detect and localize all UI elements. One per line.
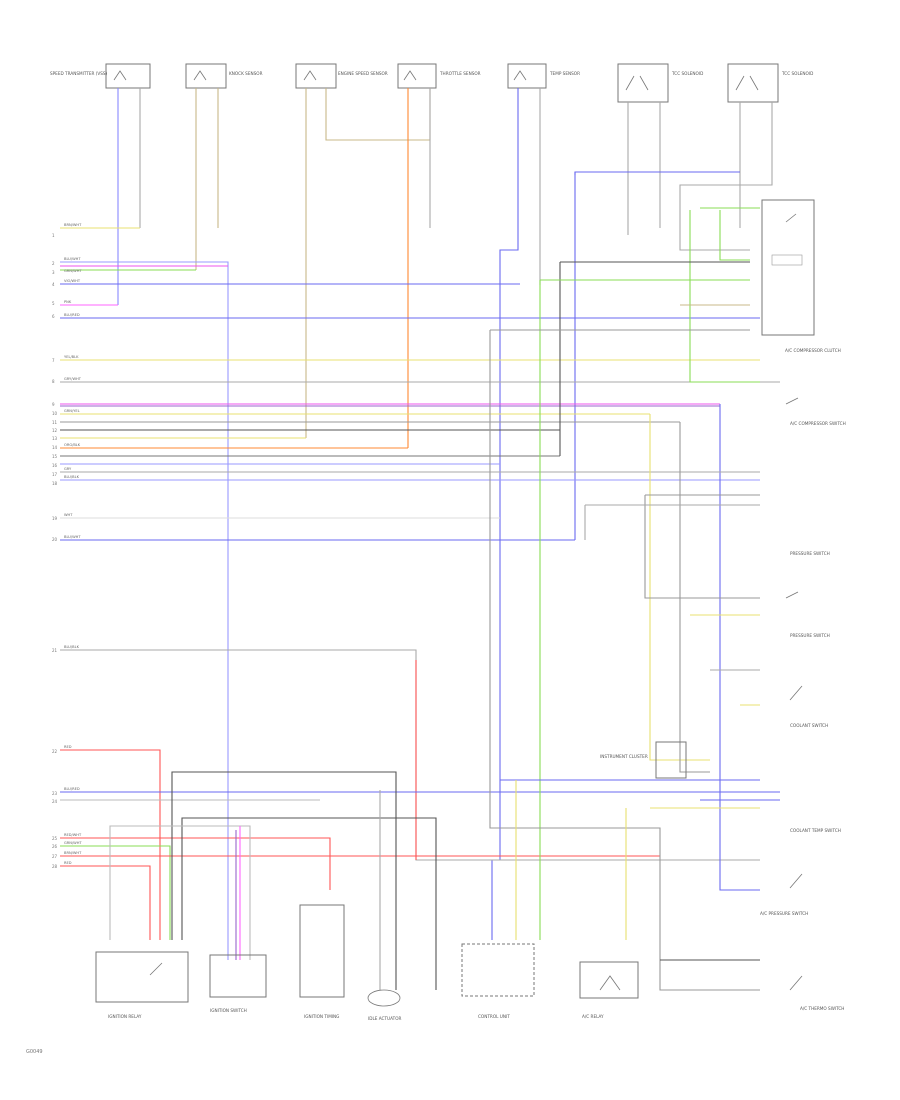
bottom-component-label: IGNITION TIMING (304, 1014, 339, 1019)
wire-label: WHT (64, 513, 73, 517)
throttle-sensor: THROTTLE SENSOR (397, 63, 481, 89)
instrument-cluster-label: INSTRUMENT CLUSTER (600, 754, 648, 759)
tcc-solenoid-2: TCC SOLENOID (727, 63, 813, 103)
top-component-label: THROTTLE SENSOR (439, 71, 481, 76)
right-component-label: COOLANT TEMP SWITCH (790, 828, 841, 833)
bottom-components: IGNITION RELAY IGNITION SWITCH IGNITION … (95, 904, 639, 1021)
wire-label: BLU/RED (64, 787, 80, 791)
right-components: A/C COMPRESSOR CLUTCH A/C COMPRESSOR SWI… (600, 199, 846, 1011)
wire-label: VIO/WHT (64, 279, 81, 283)
top-component-label: SPEED TRANSMITTER (VSS) (50, 71, 108, 76)
pin-number: 16 (52, 463, 58, 468)
wire-label: RED (64, 861, 72, 865)
pin-number: 15 (52, 454, 58, 459)
right-component-label: A/C THERMO SWITCH (800, 1006, 844, 1011)
pin-number: 8 (52, 379, 55, 384)
wire-label: BRN/WHT (64, 851, 82, 855)
wires (60, 88, 780, 991)
engine-speed-sensor: ENGINE SPEED SENSOR (295, 63, 388, 89)
wire-label: RED (64, 745, 72, 749)
bottom-component-label: IGNITION RELAY (108, 1014, 142, 1019)
pin-number: 18 (52, 481, 58, 486)
wire-label: BLU/BLK (64, 475, 80, 479)
wire-label: ORG/BLK (64, 443, 81, 447)
tcc-solenoid-1: TCC SOLENOID (617, 63, 703, 103)
relay-box (761, 199, 815, 336)
pin-number: 12 (52, 428, 58, 433)
wire-label: GRY (64, 467, 72, 471)
wire-label: YEL/BLK (64, 355, 79, 359)
right-component-label: PRESSURE SWITCH (790, 633, 830, 638)
speed-transmitter: SPEED TRANSMITTER (VSS) (50, 63, 151, 89)
pin-number: 4 (52, 282, 55, 287)
pin-number: 13 (52, 436, 58, 441)
pin-number: 2 (52, 261, 55, 266)
pin-number: 17 (52, 472, 58, 477)
pin-number: 10 (52, 411, 58, 416)
pin-number: 21 (52, 648, 58, 653)
top-component-label: TCC SOLENOID (781, 71, 813, 76)
wire-label: BLU/WHT (64, 535, 81, 539)
bottom-component-label: A/C RELAY (582, 1014, 604, 1019)
right-component-label: A/C COMPRESSOR SWITCH (790, 421, 846, 426)
pin-number: 24 (52, 799, 58, 804)
ignition-timing: IGNITION TIMING (299, 904, 345, 1019)
right-component-label: A/C PRESSURE SWITCH (760, 911, 808, 916)
wire-label: BLU/BLK (64, 645, 80, 649)
pin-number: 23 (52, 791, 58, 796)
control-unit: CONTROL UNIT (461, 943, 535, 1019)
wire-label: GRN/WHT (64, 269, 82, 273)
right-component-label: PRESSURE SWITCH (790, 551, 830, 556)
pin-number: 5 (52, 301, 55, 306)
top-component-label: TCC SOLENOID (671, 71, 703, 76)
bottom-component-label: IDLE ACTUATOR (368, 1016, 402, 1021)
top-components: SPEED TRANSMITTER (VSS) KNOCK SENSOR ENG… (50, 63, 813, 103)
pin-number: 1 (52, 233, 55, 238)
wire-label: BLU/WHT (64, 257, 81, 261)
right-component-label: COOLANT SWITCH (790, 723, 828, 728)
pin-number: 6 (52, 314, 55, 319)
pin-number: 11 (52, 420, 58, 425)
pin-number: 19 (52, 516, 58, 521)
wire-label: RED/WHT (64, 833, 82, 837)
connector-pin-numbers: 1 2 3 4 5 6 7 8 9 10 11 12 13 14 15 16 1… (52, 233, 58, 869)
diagram-reference: G0049 (26, 1049, 43, 1055)
wire-label: GRN/WHT (64, 841, 82, 845)
wire-label: GRN/YEL (64, 409, 80, 413)
pin-number: 22 (52, 749, 58, 754)
pin-number: 25 (52, 836, 58, 841)
pin-number: 26 (52, 844, 58, 849)
ignition-switch: IGNITION SWITCH (209, 954, 267, 1013)
temp-sensor: TEMP SENSOR (507, 63, 580, 89)
top-component-label: KNOCK SENSOR (229, 71, 263, 76)
wire-label: BLU/RED (64, 313, 80, 317)
pin-number: 27 (52, 854, 58, 859)
knock-sensor: KNOCK SENSOR (185, 63, 263, 89)
right-component-label: A/C COMPRESSOR CLUTCH (785, 348, 841, 353)
idle-actuator: IDLE ACTUATOR (367, 989, 402, 1021)
bottom-component-label: CONTROL UNIT (478, 1014, 510, 1019)
pin-number: 7 (52, 358, 55, 363)
pin-number: 3 (52, 270, 55, 275)
bottom-component-label: IGNITION SWITCH (210, 1008, 247, 1013)
pin-number: 20 (52, 537, 58, 542)
wire-label: PNK (64, 300, 72, 304)
ac-relay: A/C RELAY (579, 961, 639, 1019)
pin-number: 28 (52, 864, 58, 869)
wire-label: BRN/WHT (64, 223, 82, 227)
ignition-relay: IGNITION RELAY (95, 951, 189, 1019)
wire-label: GRY/WHT (64, 377, 82, 381)
top-component-label: ENGINE SPEED SENSOR (338, 71, 388, 76)
pin-number: 14 (52, 445, 58, 450)
wire-labels: BRN/WHT BLU/WHT GRN/WHT VIO/WHT PNK BLU/… (64, 223, 82, 865)
pin-number: 9 (52, 402, 55, 407)
top-component-label: TEMP SENSOR (549, 71, 580, 76)
instrument-cluster: INSTRUMENT CLUSTER (600, 741, 687, 779)
